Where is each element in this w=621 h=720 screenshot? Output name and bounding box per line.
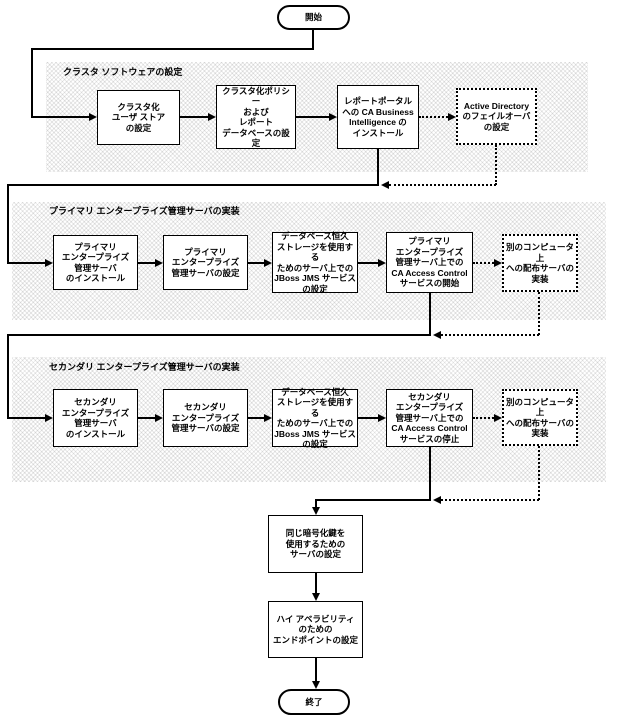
flow-step-label: データベース恒久 ストレージを使用する ためのサーバ上での JBoss JMS … — [274, 386, 356, 450]
connector-sec2-exit-left — [7, 334, 431, 336]
arrowhead-into-c2 — [155, 414, 163, 422]
connector-b4-b5-dotted — [473, 262, 494, 264]
flow-step-active-directory-failover: Active Directory のフェイルオーバ の設定 — [456, 88, 537, 145]
end-node: 終了 — [278, 689, 350, 715]
start-node: 開始 — [277, 5, 350, 30]
connector-b4-down — [429, 290, 431, 336]
flow-step-label: データベース恒久 ストレージを使用する ためのサーバ上での JBoss JMS … — [274, 231, 356, 294]
flow-step-secondary-stop-ca-access-control: セカンダリ エンタープライズ 管理サーバ上での CA Access Contro… — [386, 389, 473, 447]
connector-into-d1 — [315, 499, 317, 508]
connector-c4-c5-dotted — [473, 417, 494, 419]
flow-step-cluster-policy-report-db: クラスタ化ポリシー および レポート データベースの設定 — [216, 85, 296, 149]
connector-c3-c4 — [358, 417, 378, 419]
flow-step-ca-business-intelligence-install: レポートポータル への CA Business Intelligence の イ… — [337, 85, 419, 149]
flow-step-label: クラスタ化 ユーザ ストア の設定 — [111, 101, 166, 133]
flow-step-cluster-user-store: クラスタ化 ユーザ ストア の設定 — [97, 90, 180, 145]
flow-step-label: セカンダリ エンタープライズ 管理サーバ のインストール — [61, 397, 130, 439]
connector-b5-down-dotted — [538, 292, 540, 335]
arrowhead-into-a3 — [329, 113, 337, 121]
connector-c4-down — [429, 447, 431, 501]
flow-step-secondary-ems-install: セカンダリ エンタープライズ 管理サーバ のインストール — [53, 389, 138, 447]
flow-step-label: セカンダリ エンタープライズ 管理サーバの設定 — [171, 402, 240, 434]
flow-step-label: プライマリ エンタープライズ 管理サーバ上での CA Access Contro… — [391, 236, 468, 289]
arrowhead-into-b2 — [155, 259, 163, 267]
connector-a1-a2 — [180, 116, 208, 118]
arrowhead-into-a4 — [448, 113, 456, 121]
connector-into-b1 — [7, 262, 45, 264]
arrowhead-c5-merge — [433, 496, 441, 504]
flow-step-primary-distribution-server: 別のコンピュータ上 への配布サーバの 実装 — [502, 234, 578, 292]
connector-a4-merge-dotted — [389, 184, 496, 186]
section-title-cluster-software: クラスタ ソフトウェアの設定 — [63, 67, 183, 77]
flow-step-label: セカンダリ エンタープライズ 管理サーバ上での CA Access Contro… — [391, 391, 468, 444]
end-node-label: 終了 — [305, 696, 323, 707]
arrowhead-into-b3 — [264, 259, 272, 267]
connector-sec3-exit-left — [315, 499, 431, 501]
flow-step-ha-endpoints: ハイ アベラビリティ のための エンドポイントの設定 — [268, 601, 363, 658]
flow-step-secondary-ems-config: セカンダリ エンタープライズ 管理サーバの設定 — [163, 389, 248, 447]
flow-step-primary-jboss-jms-config: データベース恒久 ストレージを使用する ためのサーバ上での JBoss JMS … — [272, 231, 358, 294]
flow-step-label: 同じ暗号化鍵を 使用するための サーバの設定 — [285, 528, 346, 560]
arrowhead-into-end — [312, 681, 320, 689]
connector-a4-down-dotted — [495, 145, 497, 185]
flow-step-same-encryption-key: 同じ暗号化鍵を 使用するための サーバの設定 — [268, 515, 363, 573]
connector-c2-c3 — [248, 417, 264, 419]
arrowhead-into-c3 — [264, 414, 272, 422]
flow-step-label: クラスタ化ポリシー および レポート データベースの設定 — [222, 85, 290, 149]
connector-a3-down — [377, 149, 379, 186]
connector-into-c1 — [7, 417, 45, 419]
arrowhead-a4-merge — [381, 181, 389, 189]
arrowhead-into-c4 — [378, 414, 386, 422]
flow-step-label: レポートポータル への CA Business Intelligence の イ… — [342, 96, 414, 138]
connector-b5-merge-dotted — [441, 334, 539, 336]
arrowhead-into-a1 — [89, 113, 97, 121]
flow-step-label: Active Directory のフェイルオーバ の設定 — [462, 100, 531, 132]
flow-step-label: 別のコンピュータ上 への配布サーバの 実装 — [505, 242, 574, 284]
connector-a2-a3 — [296, 116, 329, 118]
connector-into-a1 — [31, 116, 89, 118]
connector-start-left — [31, 48, 314, 50]
connector-start-rail — [31, 48, 33, 117]
arrowhead-into-c5 — [494, 414, 502, 422]
connector-start-down — [312, 30, 314, 50]
flow-step-label: プライマリ エンタープライズ 管理サーバの設定 — [171, 246, 240, 278]
connector-b1-b2 — [138, 262, 155, 264]
connector-d2-end — [315, 658, 317, 682]
flow-step-label: 別のコンピュータ上 への配布サーバの 実装 — [505, 396, 574, 439]
flow-step-secondary-distribution-server: 別のコンピュータ上 への配布サーバの 実装 — [502, 389, 578, 446]
arrowhead-into-b4 — [378, 259, 386, 267]
arrowhead-into-a2 — [208, 113, 216, 121]
start-node-label: 開始 — [304, 12, 322, 23]
connector-c5-merge-dotted — [441, 499, 539, 501]
arrowhead-into-d1 — [312, 507, 320, 515]
connector-c1-c2 — [138, 417, 155, 419]
connector-c5-down-dotted — [538, 446, 540, 500]
connector-d1-d2 — [315, 573, 317, 594]
connector-a3-a4-dotted — [419, 116, 448, 118]
section-title-secondary-ems: セカンダリ エンタープライズ管理サーバの実装 — [49, 362, 240, 372]
arrowhead-into-d2 — [312, 593, 320, 601]
flow-step-label: プライマリ エンタープライズ 管理サーバ のインストール — [61, 241, 130, 284]
connector-b3-b4 — [358, 262, 378, 264]
connector-b2-b3 — [248, 262, 264, 264]
arrowhead-b5-merge — [433, 331, 441, 339]
flow-step-primary-start-ca-access-control: プライマリ エンタープライズ 管理サーバ上での CA Access Contro… — [386, 232, 473, 293]
flow-step-label: ハイ アベラビリティ のための エンドポイントの設定 — [272, 613, 358, 645]
flow-step-primary-ems-install: プライマリ エンタープライズ 管理サーバ のインストール — [53, 235, 138, 290]
section-title-primary-ems: プライマリ エンタープライズ管理サーバの実装 — [49, 206, 240, 216]
flow-step-secondary-jboss-jms-config: データベース恒久 ストレージを使用する ためのサーバ上での JBoss JMS … — [272, 386, 358, 450]
connector-rail-sec2 — [7, 184, 9, 264]
arrowhead-into-c1 — [45, 414, 53, 422]
arrowhead-into-b1 — [45, 259, 53, 267]
connector-sec1-exit-left — [7, 184, 379, 186]
arrowhead-into-b5 — [494, 259, 502, 267]
connector-rail-sec3 — [7, 334, 9, 419]
flow-step-primary-ems-config: プライマリ エンタープライズ 管理サーバの設定 — [163, 235, 248, 290]
